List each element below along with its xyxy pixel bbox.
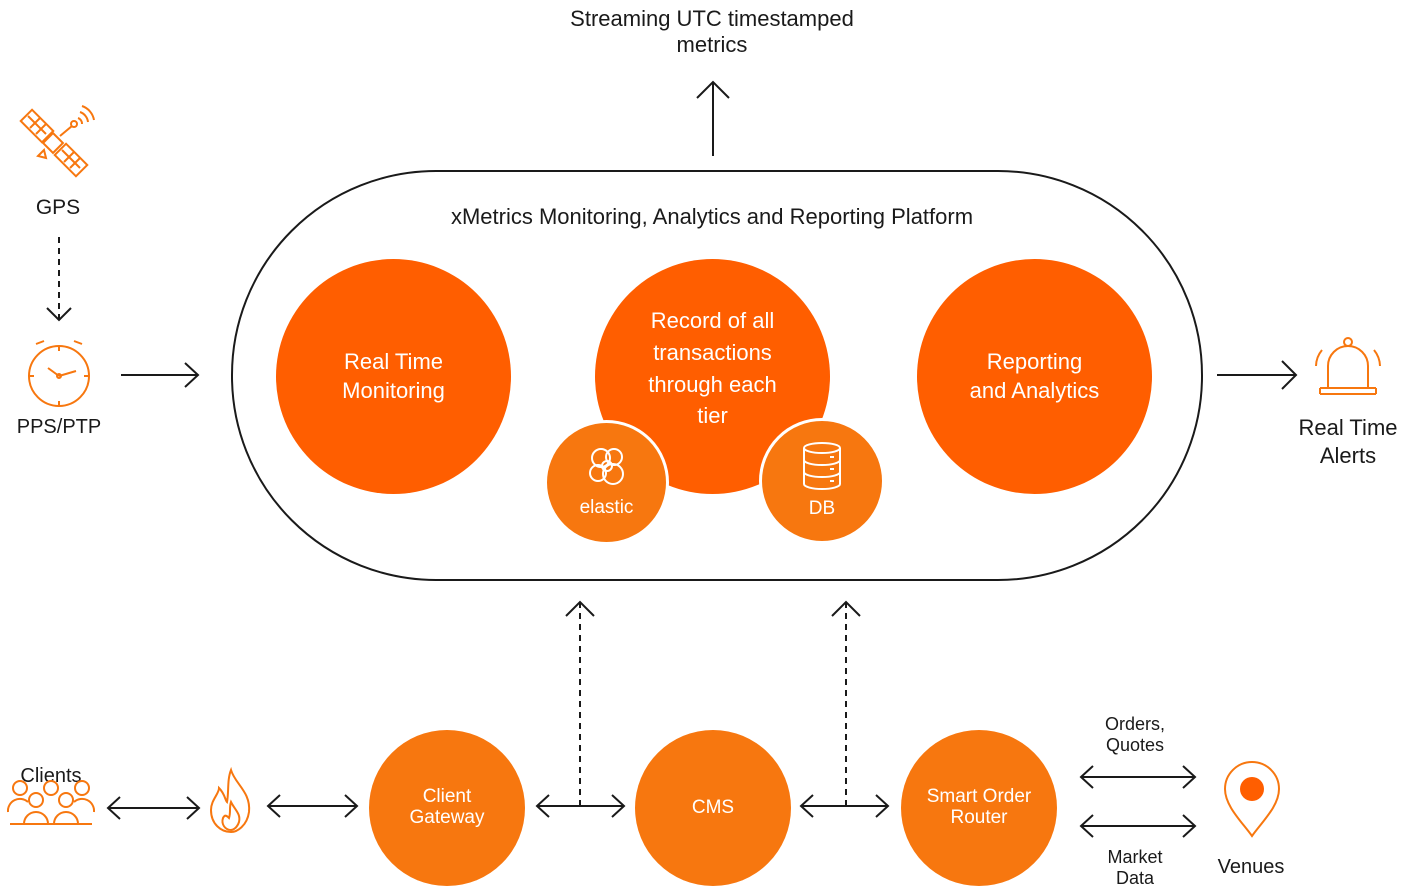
- reporting-analytics-circle: Reporting and Analytics: [917, 259, 1152, 494]
- clock-icon: [28, 340, 90, 407]
- elastic-label: elastic: [579, 497, 634, 519]
- firewall-gateway-link: [266, 794, 359, 818]
- client-gateway-label: Client Gateway: [409, 786, 485, 828]
- database-icon: [803, 441, 841, 490]
- transaction-record-circle: Record of all transactions through each …: [595, 259, 830, 494]
- streaming-metrics-label: Streaming UTC timestamped metrics: [570, 6, 854, 58]
- market-link: [1079, 814, 1197, 838]
- reporting-analytics-label: Reporting and Analytics: [969, 348, 1100, 403]
- clients-label: Clients: [20, 765, 82, 787]
- satellite-icon: [19, 105, 95, 178]
- smart-order-router-label: Smart Order Router: [926, 786, 1032, 828]
- location-pin-icon: [1223, 761, 1281, 838]
- real-time-monitoring-label: Real Time Monitoring: [342, 348, 445, 403]
- elastic-circle: elastic: [544, 420, 669, 545]
- platform-outline: [231, 170, 1203, 581]
- clients-firewall-link: [106, 796, 201, 820]
- pps-ptp-label: PPS/PTP: [16, 416, 102, 438]
- db-circle: DB: [759, 418, 885, 544]
- platform-title: xMetrics Monitoring, Analytics and Repor…: [450, 204, 974, 229]
- bell-icon: [1315, 337, 1381, 395]
- real-time-monitoring-circle: Real Time Monitoring: [276, 259, 511, 494]
- clients-group-icon: [6, 780, 96, 825]
- client-gateway-circle: Client Gateway: [369, 730, 525, 886]
- gateway-cms-link: [535, 794, 626, 818]
- elastic-icon: [588, 448, 624, 486]
- cms-sor-link: [799, 794, 890, 818]
- real-time-alerts-label: Real Time Alerts: [1298, 415, 1398, 468]
- orders-link: [1079, 765, 1197, 789]
- cms-circle: CMS: [635, 730, 791, 886]
- transaction-record-label: Record of all transactions through each …: [648, 307, 777, 429]
- market-data-label: Market Data: [1107, 847, 1163, 888]
- smart-order-router-circle: Smart Order Router: [901, 730, 1057, 886]
- firewall-flame-icon: [209, 766, 251, 834]
- venues-label: Venues: [1217, 856, 1285, 878]
- cms-label: CMS: [691, 796, 735, 818]
- orders-quotes-label: Orders, Quotes: [1104, 714, 1165, 755]
- db-label: DB: [808, 497, 836, 519]
- gps-label: GPS: [35, 196, 81, 219]
